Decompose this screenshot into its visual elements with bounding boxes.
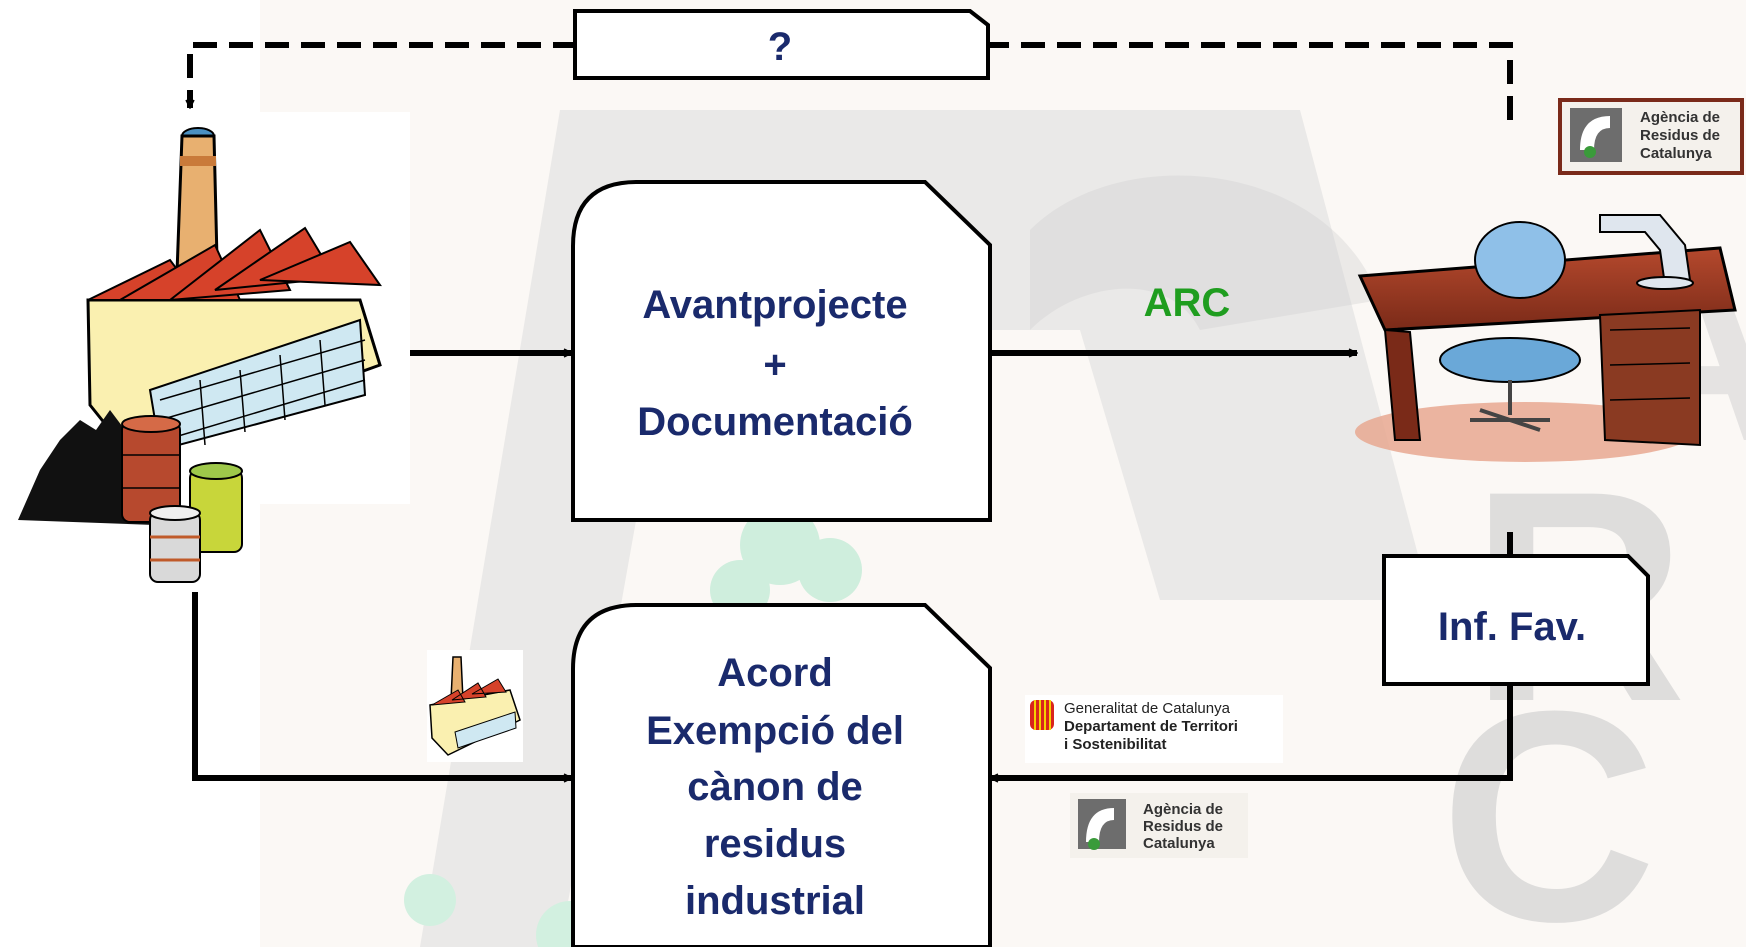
agreement-line-5: industrial xyxy=(685,879,865,923)
agreement-line-4: residus xyxy=(704,822,846,866)
arc-logo-bottom-line-3: Catalunya xyxy=(1143,835,1215,852)
arrow-factory-to-agreement xyxy=(192,592,572,778)
generalitat-logo: Generalitat de Catalunya Departament de … xyxy=(1025,695,1283,763)
arc-logo-bottom-line-2: Residus de xyxy=(1143,818,1223,835)
arc-logo-top: Agència de Residus de Catalunya xyxy=(1558,98,1744,175)
svg-text:C: C xyxy=(1440,648,1657,947)
waste-barrels-icon xyxy=(121,415,243,583)
agreement-line-1: Acord xyxy=(717,651,833,695)
agreement-box: Acord Exempció del cànon de residus indu… xyxy=(571,603,992,947)
arc-logo-bottom: Agència de Residus de Catalunya xyxy=(1070,793,1248,858)
agreement-line-2: Exempció del xyxy=(646,709,904,753)
arc-label: ARC xyxy=(1144,281,1231,325)
arc-logo-top-line-3: Catalunya xyxy=(1640,145,1712,162)
feedback-label: ? xyxy=(768,25,792,69)
coal-pile-icon xyxy=(18,410,155,525)
feedback-box: ? xyxy=(573,9,990,80)
generalitat-line-2: Departament de Territori xyxy=(1064,718,1238,735)
arrow-favorable-to-agreement xyxy=(990,684,1513,778)
arc-logo-top-line-1: Agència de xyxy=(1640,109,1720,126)
favorable-report-box: Inf. Fav. xyxy=(1382,554,1650,686)
doc-line-1: Avantprojecte xyxy=(642,283,907,327)
small-factory-icon xyxy=(427,650,523,762)
office-desk-icon xyxy=(1355,214,1737,462)
generalitat-line-1: Generalitat de Catalunya xyxy=(1064,700,1231,717)
arc-logo-bottom-line-1: Agència de xyxy=(1143,801,1223,818)
agreement-line-3: cànon de xyxy=(687,765,863,809)
doc-line-3: Documentació xyxy=(637,400,913,444)
doc-line-2: + xyxy=(763,343,786,387)
documentation-box: Avantprojecte + Documentació xyxy=(571,180,992,522)
arc-logo-top-line-2: Residus de xyxy=(1640,127,1720,144)
favorable-label: Inf. Fav. xyxy=(1438,605,1586,649)
generalitat-line-3: i Sostenibilitat xyxy=(1064,736,1167,753)
